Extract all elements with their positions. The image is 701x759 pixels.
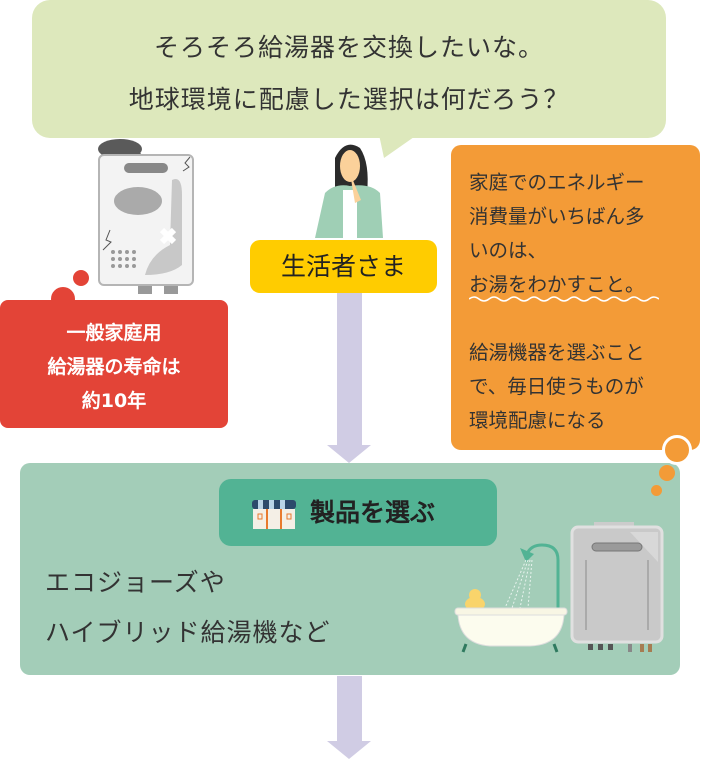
lifespan-box: 一般家庭用 給湯器の寿命は 約10年 [0,300,228,428]
energy-line-4-emphasis: お湯をわかすこと。 [469,273,645,296]
shop-icon [252,500,296,529]
energy-line-2: 消費量がいちばん多 [469,205,645,228]
bathtub-shower-illustration [454,543,568,653]
flow-arrow-head-bottom [327,741,371,759]
thought-dot-small [70,267,92,289]
orange-dot-medium [659,465,675,481]
speech-bubble [32,0,666,138]
orange-dot-large [662,435,692,465]
energy-line-1: 家庭でのエネルギー [469,171,645,194]
speech-line-2: 地球環境に配慮した選択は何だろう？ [128,85,570,114]
product-line-1: エコジョーズや [45,568,226,597]
energy-line-6: で、毎日使うものが [469,375,644,398]
speech-line-1: そろそろ給湯器を交換したいな。 [153,33,544,62]
energy-info-box: 家庭でのエネルギー 消費量がいちばん多 いのは、 お湯をわかすこと。 給湯機器を… [451,145,700,450]
water-heater-illustration [570,522,664,652]
wavy-underline [469,296,659,302]
flow-arrow-head [327,445,371,463]
person-illustration [315,144,383,238]
product-line-2: ハイブリッド給湯機など [45,618,331,647]
person-label: 生活者さま [250,240,437,293]
orange-dot-small [651,485,662,496]
energy-line-5: 給湯機器を選ぶこと [469,341,645,364]
product-title: 製品を選ぶ [310,498,436,527]
lifespan-line-1: 一般家庭用 [66,322,162,344]
flow-arrow-line-bottom [337,676,362,742]
energy-line-3: いのは、 [469,239,548,262]
broken-water-heater-illustration [98,139,194,294]
lifespan-line-3: 約10年 [81,390,147,412]
energy-line-7: 環境配慮になる [469,409,606,432]
speech-bubble-tail [378,130,424,158]
flow-arrow-line [337,290,362,446]
lifespan-line-2: 給湯器の寿命は [47,356,181,378]
